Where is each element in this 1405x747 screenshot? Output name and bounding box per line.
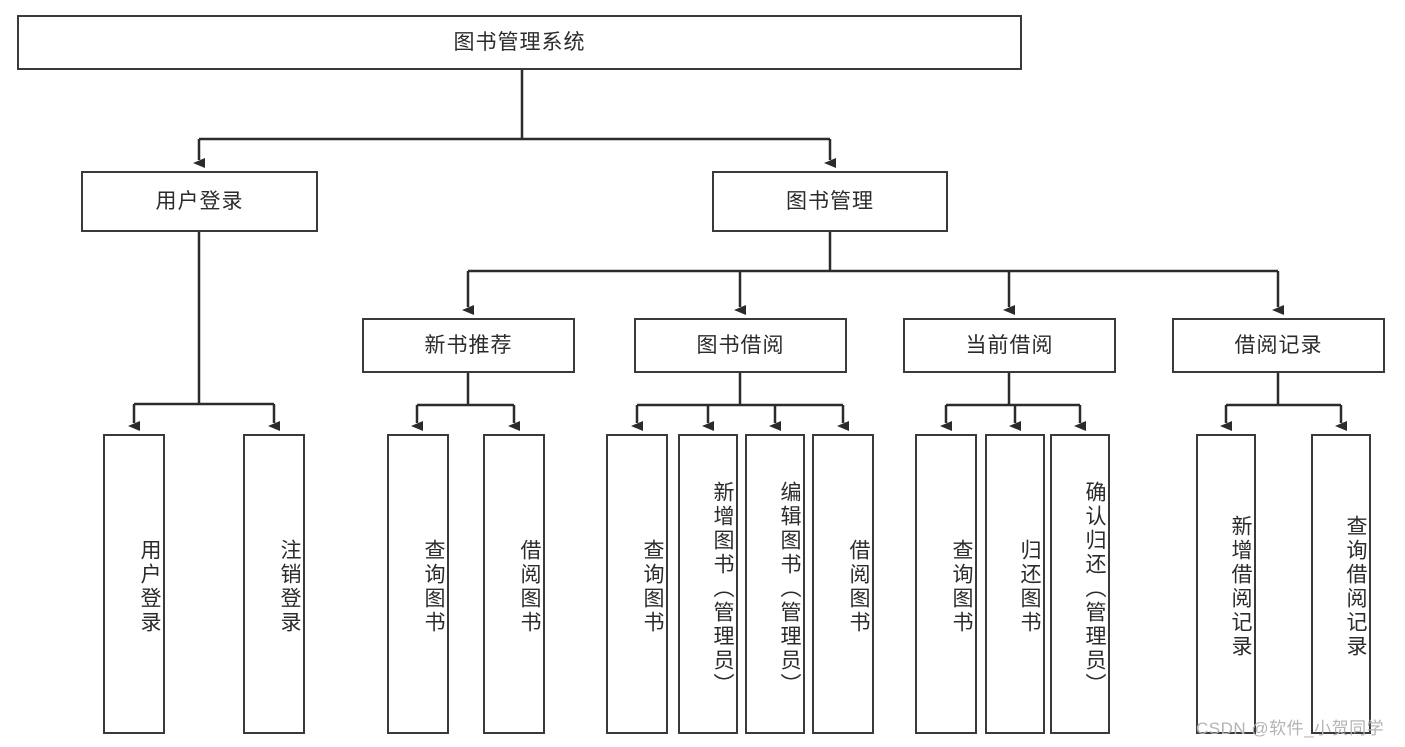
leaf-current-borrow-query-book[interactable]: 查询图书 bbox=[915, 434, 977, 734]
node-label: 查询图书 bbox=[641, 539, 664, 635]
node-book-management[interactable]: 图书管理 bbox=[712, 171, 948, 232]
leaf-borrow-record-query-record[interactable]: 查询借阅记录 bbox=[1311, 434, 1371, 734]
node-book-borrow[interactable]: 图书借阅 bbox=[634, 318, 847, 373]
node-label: 新书推荐 bbox=[424, 333, 513, 357]
leaf-book-borrow-query-book[interactable]: 查询图书 bbox=[606, 434, 668, 734]
node-label: 当前借阅 bbox=[965, 333, 1054, 357]
node-borrow-record[interactable]: 借阅记录 bbox=[1172, 318, 1385, 373]
node-label: 用户登录 bbox=[155, 189, 244, 213]
node-label: 用户登录 bbox=[138, 539, 161, 635]
leaf-book-borrow-add-book-admin[interactable]: 新增图书（管理员） bbox=[678, 434, 738, 734]
leaf-current-borrow-return-book[interactable]: 归还图书 bbox=[985, 434, 1045, 734]
node-label: 新增借阅记录 bbox=[1229, 515, 1252, 659]
node-label: 注销登录 bbox=[278, 539, 301, 635]
node-label: 借阅图书 bbox=[518, 539, 541, 635]
node-label: 编辑图书（管理员） bbox=[778, 481, 801, 697]
node-new-book-recommend[interactable]: 新书推荐 bbox=[362, 318, 575, 373]
leaf-user-login-logout[interactable]: 注销登录 bbox=[243, 434, 305, 734]
leaf-new-book-query-book[interactable]: 查询图书 bbox=[387, 434, 449, 734]
node-user-login[interactable]: 用户登录 bbox=[81, 171, 318, 232]
leaf-book-borrow-borrow-book[interactable]: 借阅图书 bbox=[812, 434, 874, 734]
node-root-book-management-system[interactable]: 图书管理系统 bbox=[17, 15, 1022, 70]
leaf-current-borrow-confirm-return-admin[interactable]: 确认归还（管理员） bbox=[1050, 434, 1110, 734]
node-label: 归还图书 bbox=[1018, 539, 1041, 635]
node-label: 借阅记录 bbox=[1234, 333, 1323, 357]
leaf-book-borrow-edit-book-admin[interactable]: 编辑图书（管理员） bbox=[745, 434, 805, 734]
node-label: 查询借阅记录 bbox=[1344, 515, 1367, 659]
node-label: 图书管理 bbox=[786, 189, 874, 213]
watermark-credit: CSDN @软件_小贺同学 bbox=[1196, 719, 1385, 738]
leaf-new-book-borrow-book[interactable]: 借阅图书 bbox=[483, 434, 545, 734]
node-label: 确认归还（管理员） bbox=[1083, 481, 1106, 697]
node-label: 图书借阅 bbox=[696, 333, 785, 357]
node-current-borrow[interactable]: 当前借阅 bbox=[903, 318, 1116, 373]
node-label: 图书管理系统 bbox=[453, 30, 586, 54]
leaf-borrow-record-add-record[interactable]: 新增借阅记录 bbox=[1196, 434, 1256, 734]
node-label: 查询图书 bbox=[422, 539, 445, 635]
node-label: 查询图书 bbox=[950, 539, 973, 635]
leaf-user-login-login[interactable]: 用户登录 bbox=[103, 434, 165, 734]
node-label: 新增图书（管理员） bbox=[711, 481, 734, 697]
node-label: 借阅图书 bbox=[847, 539, 870, 635]
